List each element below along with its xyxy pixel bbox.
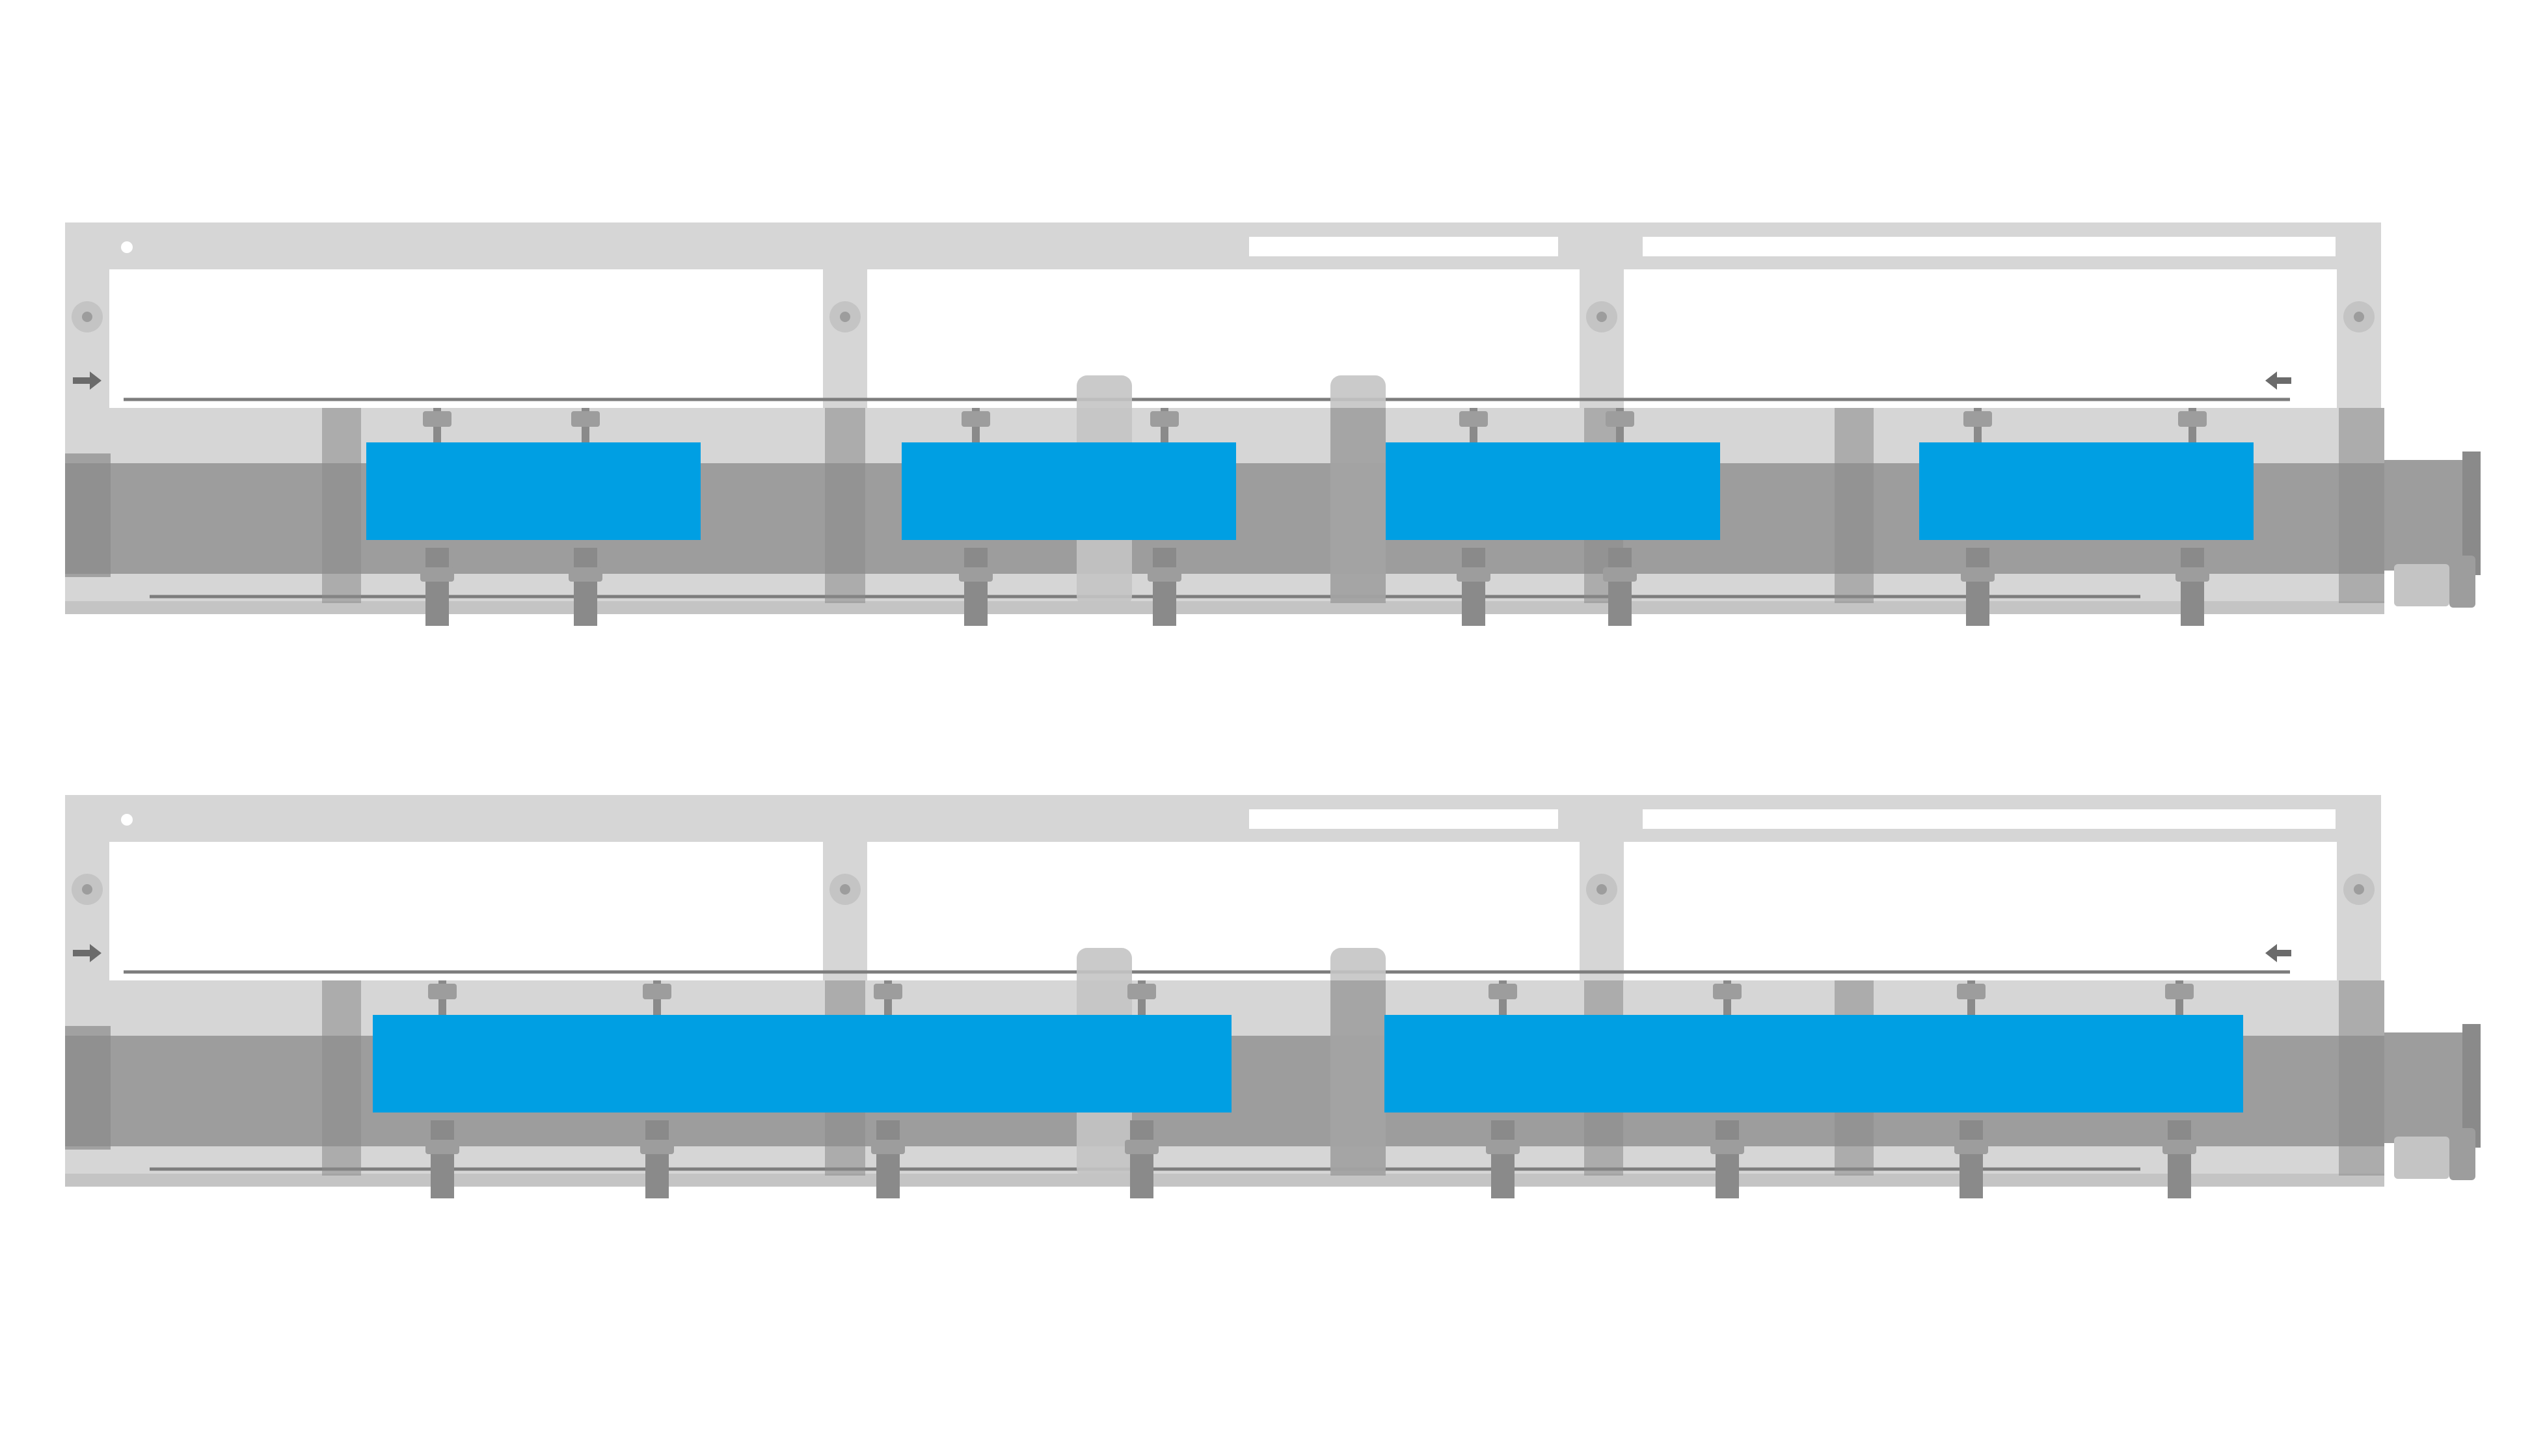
clamp-base <box>2175 567 2209 582</box>
clamp-head <box>643 984 671 999</box>
clamp-base <box>1603 567 1637 582</box>
clamp-foot <box>431 1120 454 1198</box>
clamp-foot <box>2181 548 2204 626</box>
clamp-foot <box>645 1120 669 1198</box>
right-drive-unit <box>2384 460 2462 571</box>
left-end-plate <box>65 453 111 577</box>
clamp-head <box>1488 984 1517 999</box>
clamp-foot <box>425 548 449 626</box>
workpiece <box>1919 442 2254 540</box>
roller-icon <box>1596 312 1607 322</box>
column <box>825 408 865 603</box>
machine-base <box>65 601 2384 614</box>
clamp-foot <box>1153 548 1176 626</box>
clamp-head <box>1713 984 1742 999</box>
drive-flange <box>2462 452 2481 575</box>
clamp-foot <box>1716 1120 1739 1198</box>
clamp-base <box>1125 1140 1159 1154</box>
clamp-foot <box>1608 548 1632 626</box>
workpiece <box>902 442 1236 540</box>
clamp-head <box>1127 984 1156 999</box>
column <box>1330 980 1386 1176</box>
arrow-left-icon <box>2265 371 2291 390</box>
roller-icon <box>2354 312 2364 322</box>
roller-icon <box>82 884 92 895</box>
clamp-foot <box>876 1120 900 1198</box>
arrow-right-icon <box>73 944 101 962</box>
workpiece <box>373 1015 1232 1112</box>
clamp-head <box>423 411 451 427</box>
gantry-slot <box>1643 809 2336 829</box>
clamp-foot <box>1960 1120 1983 1198</box>
arrow-left-icon <box>2265 944 2291 962</box>
clamp-base <box>1486 1140 1520 1154</box>
column <box>322 980 361 1176</box>
clamp-head <box>1957 984 1986 999</box>
clamp-head <box>962 411 990 427</box>
clamp-base <box>569 567 602 582</box>
roller-icon <box>82 312 92 322</box>
clamp-foot <box>1966 548 1989 626</box>
clamp-head <box>874 984 902 999</box>
clamp-base <box>420 567 454 582</box>
column <box>2339 980 2384 1176</box>
clamp-head <box>428 984 457 999</box>
clamp-base <box>640 1140 674 1154</box>
clamp-foot <box>1130 1120 1153 1198</box>
clamp-base <box>425 1140 459 1154</box>
indicator-dot <box>121 814 133 826</box>
column <box>1835 408 1874 603</box>
clamp-head <box>2165 984 2194 999</box>
clamp-foot <box>2168 1120 2191 1198</box>
clamp-head <box>1606 411 1634 427</box>
clamp-foot <box>1462 548 1485 626</box>
two-workpiece-layout <box>65 795 2481 1198</box>
column <box>1330 408 1386 603</box>
column <box>2339 408 2384 603</box>
motor-icon <box>2394 564 2449 606</box>
workpiece <box>1386 442 1720 540</box>
clamp-base <box>1148 567 1181 582</box>
right-drive-unit <box>2384 1032 2462 1143</box>
workpiece <box>366 442 701 540</box>
clamp-base <box>1710 1140 1744 1154</box>
motor-icon <box>2394 1137 2449 1179</box>
clamp-base <box>959 567 993 582</box>
gantry-slot <box>1249 237 1558 256</box>
indicator-dot <box>121 241 133 253</box>
clamp-base <box>1954 1140 1988 1154</box>
clamp-head <box>2178 411 2207 427</box>
roller-icon <box>840 312 850 322</box>
roller-icon <box>840 884 850 895</box>
clamp-foot <box>964 548 988 626</box>
column <box>322 408 361 603</box>
clamp-base <box>1457 567 1490 582</box>
drive-flange <box>2462 1024 2481 1148</box>
gantry-slot <box>1643 237 2336 256</box>
machine-base <box>65 1174 2384 1187</box>
clamp-base <box>871 1140 905 1154</box>
roller-icon <box>1596 884 1607 895</box>
clamp-foot <box>574 548 597 626</box>
arrow-right-icon <box>73 371 101 390</box>
clamp-head <box>1459 411 1488 427</box>
clamp-base <box>2162 1140 2196 1154</box>
motor-icon <box>2449 1128 2475 1180</box>
motor-icon <box>2449 556 2475 608</box>
roller-icon <box>2354 884 2364 895</box>
workpiece <box>1384 1015 2243 1112</box>
four-workpiece-layout <box>65 222 2481 626</box>
clamp-head <box>1150 411 1179 427</box>
clamp-base <box>1961 567 1995 582</box>
clamp-head <box>1963 411 1992 427</box>
clamp-foot <box>1491 1120 1515 1198</box>
clamp-head <box>571 411 600 427</box>
left-end-plate <box>65 1026 111 1150</box>
gantry-slot <box>1249 809 1558 829</box>
